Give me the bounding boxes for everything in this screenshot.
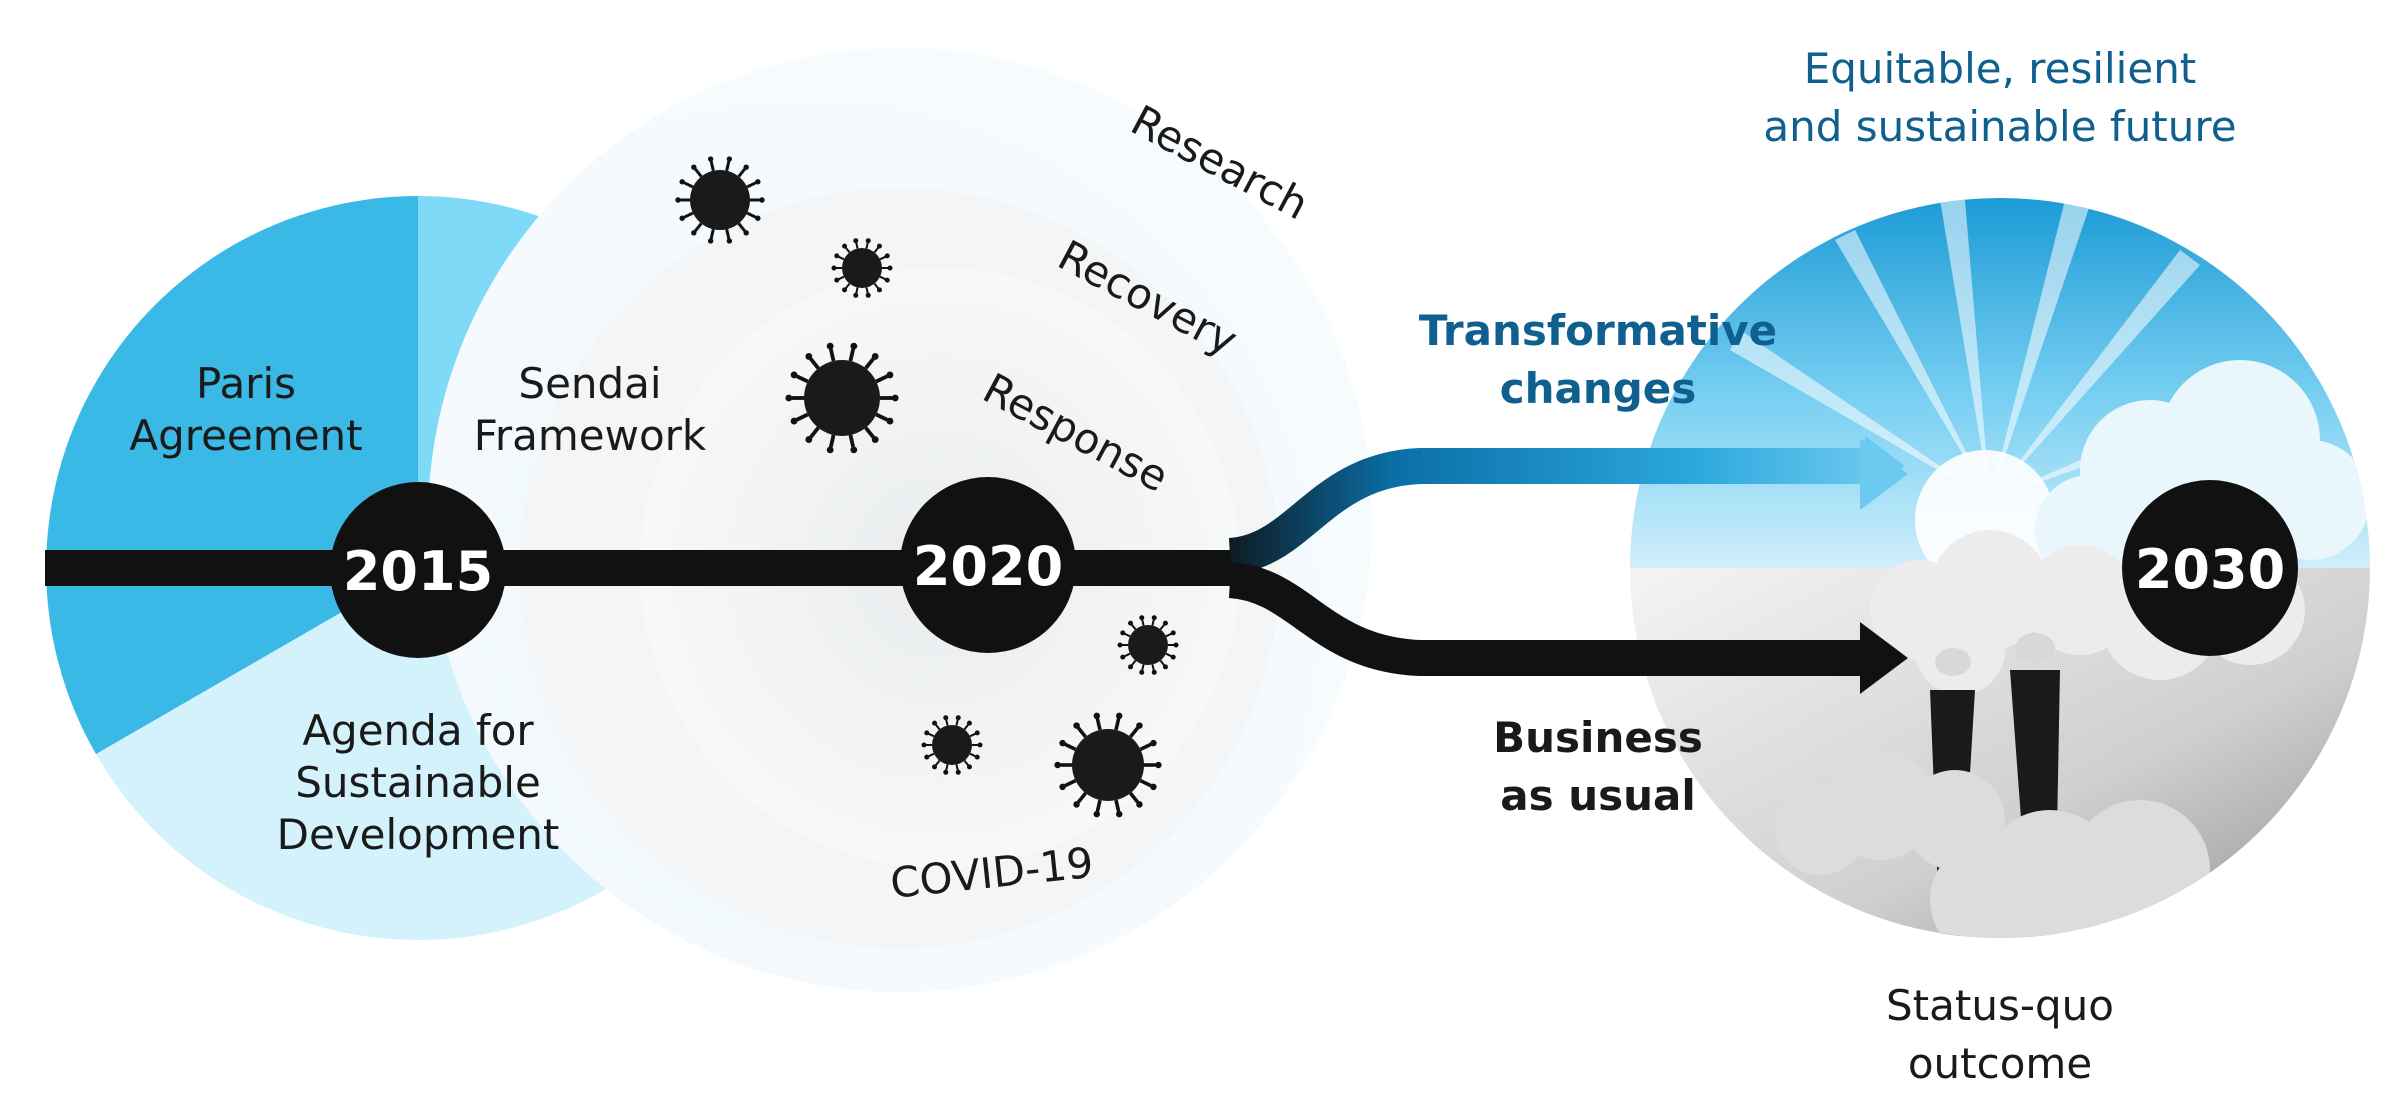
path-labels: Transformative changes Business as usual [1419, 306, 1777, 820]
year-2020: 2020 [913, 535, 1063, 598]
agenda-label-line3: Development [277, 810, 560, 859]
transformative-label-line2: changes [1500, 364, 1697, 413]
business-label-line2: as usual [1500, 771, 1696, 820]
business-label-line1: Business [1493, 713, 1703, 762]
year-nodes: 2015 2020 2030 [330, 477, 2298, 658]
future-label-line1: Equitable, resilient [1804, 44, 2197, 93]
transformative-label-line1: Transformative [1419, 306, 1777, 355]
agenda-label-line2: Sustainable [295, 758, 541, 807]
year-2030: 2030 [2135, 538, 2285, 601]
status-quo-label-line1: Status-quo [1886, 981, 2114, 1030]
node-2030 [2122, 480, 2298, 656]
virus-icon [785, 342, 899, 454]
virus-icon [1054, 712, 1162, 818]
status-quo-label-line2: outcome [1908, 1039, 2092, 1088]
virus-icon [831, 238, 893, 298]
transformative-arrow-icon [1860, 438, 1908, 510]
node-2015 [330, 482, 506, 658]
sendai-label-line2: Framework [474, 411, 707, 460]
year-2015: 2015 [343, 540, 493, 603]
paris-label-line2: Agreement [129, 411, 362, 460]
sky-clouds-icon [2035, 360, 2370, 585]
framework-labels: Paris Agreement Sendai Framework Agenda … [129, 359, 707, 859]
future-label-line2: and sustainable future [1763, 102, 2236, 151]
virus-icons [675, 156, 1179, 818]
transformative-path [1227, 448, 1880, 574]
agenda-label-line1: Agenda for [302, 706, 534, 755]
business-path [1228, 562, 1880, 676]
pie-slice-paris [46, 196, 419, 754]
virus-icon [1117, 615, 1179, 675]
sendai-label-line1: Sendai [518, 359, 661, 408]
business-arrow-icon [1860, 622, 1908, 694]
outcome-labels: Equitable, resilient and sustainable fut… [1763, 44, 2236, 1088]
virus-icon [921, 715, 983, 775]
paris-label-line1: Paris [196, 359, 296, 408]
node-2020 [900, 477, 1076, 653]
virus-icon [675, 156, 765, 244]
